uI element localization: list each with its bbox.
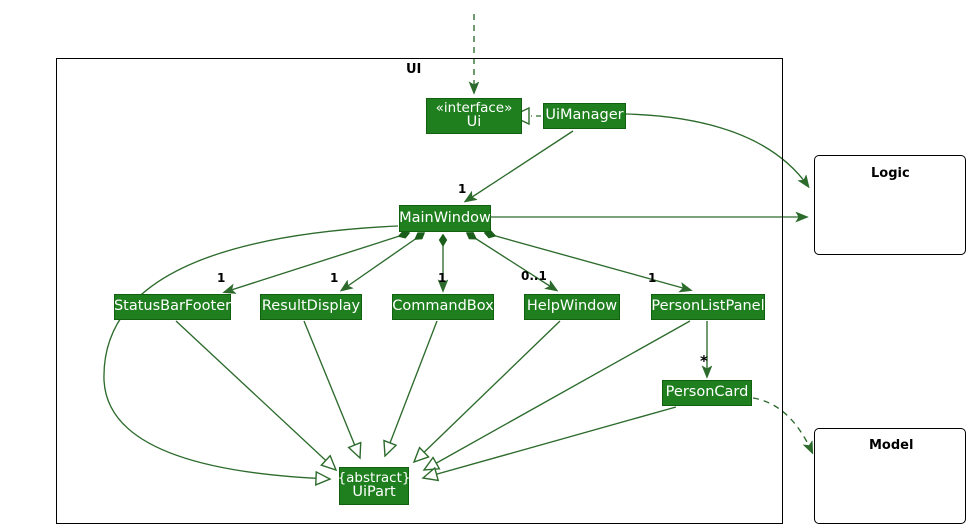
class-person-card-label: PersonCard bbox=[665, 384, 749, 401]
class-main-window-label: MainWindow bbox=[399, 209, 491, 226]
class-main-window[interactable]: MainWindow bbox=[399, 205, 491, 232]
class-person-card[interactable]: PersonCard bbox=[662, 380, 752, 406]
class-ui-part-stereotype: {abstract} bbox=[337, 469, 411, 486]
class-help-window-label: HelpWindow bbox=[526, 298, 618, 315]
multiplicity-commandbox: 1 bbox=[438, 271, 447, 285]
class-ui-part-label: UiPart bbox=[352, 484, 396, 501]
multiplicity-mainwindow: 1 bbox=[458, 182, 467, 196]
class-person-list-panel[interactable]: PersonListPanel bbox=[651, 294, 765, 320]
multiplicity-helpwindow: 0..1 bbox=[521, 269, 547, 283]
class-status-bar-footer-label: StatusBarFooter bbox=[113, 298, 232, 315]
package-logic-title: Logic bbox=[871, 166, 910, 181]
package-model bbox=[814, 428, 966, 524]
multiplicity-personlistpanel: 1 bbox=[648, 271, 657, 285]
package-logic bbox=[814, 155, 966, 255]
class-ui-interface-label: Ui bbox=[466, 114, 482, 131]
multiplicity-personcard: * bbox=[700, 352, 708, 370]
class-result-display[interactable]: ResultDisplay bbox=[260, 294, 362, 320]
class-command-box-label: CommandBox bbox=[392, 298, 494, 315]
class-ui-interface-stereotype: «interface» bbox=[435, 99, 513, 116]
package-model-title: Model bbox=[869, 438, 914, 453]
class-ui-manager[interactable]: UiManager bbox=[543, 103, 626, 129]
multiplicity-statusbarfooter: 1 bbox=[217, 271, 226, 285]
multiplicity-resultdisplay: 1 bbox=[330, 271, 339, 285]
class-result-display-label: ResultDisplay bbox=[261, 298, 361, 315]
class-ui-part[interactable]: {abstract} UiPart bbox=[337, 467, 411, 505]
class-person-list-panel-label: PersonListPanel bbox=[651, 298, 765, 315]
package-ui bbox=[56, 58, 783, 524]
class-ui-interface[interactable]: «interface» Ui bbox=[426, 98, 522, 134]
class-ui-manager-label: UiManager bbox=[545, 107, 624, 124]
package-ui-title: UI bbox=[406, 62, 422, 77]
class-help-window[interactable]: HelpWindow bbox=[524, 294, 620, 320]
class-command-box[interactable]: CommandBox bbox=[392, 294, 494, 320]
class-status-bar-footer[interactable]: StatusBarFooter bbox=[114, 294, 231, 320]
